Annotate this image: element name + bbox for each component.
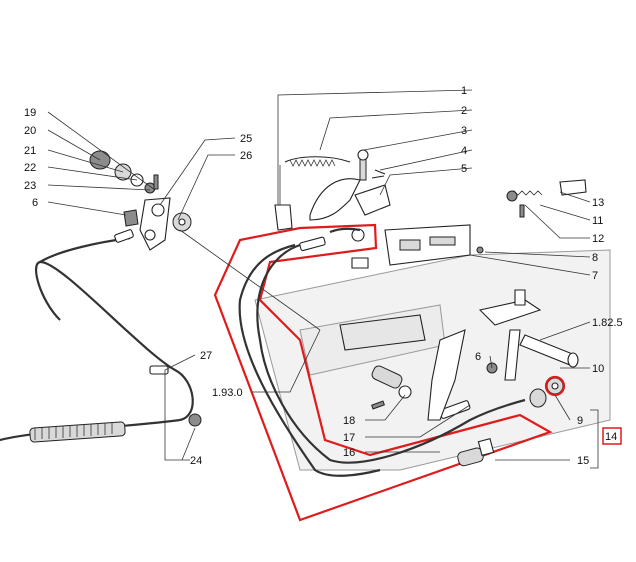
label-10: 10 [592, 363, 604, 375]
label-14: 14 [605, 431, 617, 443]
label-20: 20 [24, 125, 36, 137]
label-27: 27 [200, 350, 212, 362]
label-9: 9 [577, 415, 583, 427]
label-15: 15 [577, 455, 589, 467]
label-5: 5 [461, 163, 467, 175]
label-4: 4 [461, 145, 467, 157]
pedal-assembly [339, 289, 579, 421]
label-12: 12 [592, 233, 604, 245]
label-23: 23 [24, 180, 36, 192]
label-6-left: 6 [32, 197, 38, 209]
upper-bracket-parts [274, 149, 391, 269]
label-21: 21 [24, 145, 36, 157]
small-parts [371, 365, 566, 467]
label-6-right: 6 [475, 351, 481, 363]
label-1825: 1.82.5 [592, 317, 623, 329]
label-25: 25 [240, 133, 252, 145]
label-13: 13 [592, 197, 604, 209]
label-3: 3 [461, 125, 467, 137]
leader-lines [47, 89, 599, 469]
highlight-outline [213, 223, 553, 522]
label-16: 16 [343, 447, 355, 459]
part-labels: 1 2 3 4 5 19 20 21 22 23 6 25 26 27 24 1… [24, 85, 623, 467]
label-24: 24 [190, 455, 202, 467]
left-cable [0, 229, 202, 443]
label-14-box [602, 427, 622, 445]
pedal-pivot-parts [89, 150, 321, 331]
label-1: 1 [461, 85, 467, 97]
label-7: 7 [592, 270, 598, 282]
label-1930: 1.93.0 [212, 387, 243, 399]
clutch-cable [238, 227, 526, 477]
label-18: 18 [343, 415, 355, 427]
label-11: 11 [592, 215, 603, 227]
label-22: 22 [24, 162, 36, 174]
label-2: 2 [461, 105, 467, 117]
label-8: 8 [592, 252, 598, 264]
label-17: 17 [343, 432, 355, 444]
label-19: 19 [24, 107, 36, 119]
top-right-parts [506, 179, 587, 218]
label-26: 26 [240, 150, 252, 162]
